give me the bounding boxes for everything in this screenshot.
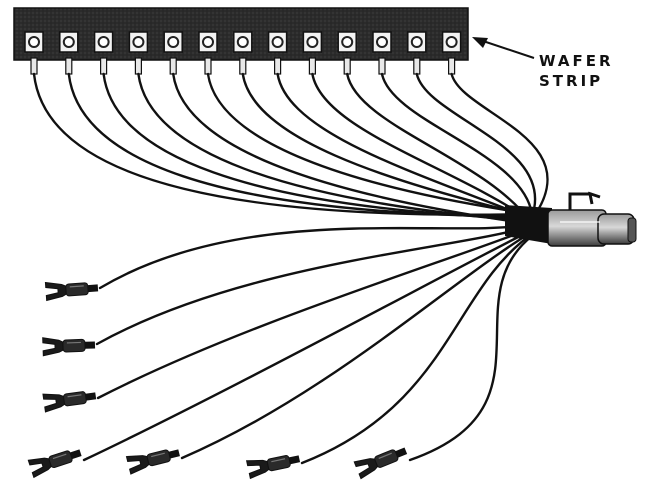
spade-lug	[27, 449, 82, 479]
spade-lug	[44, 281, 99, 302]
harness-wire	[98, 222, 534, 290]
harness-wire	[276, 72, 534, 221]
spade-lug	[125, 449, 180, 475]
harness-wire	[206, 72, 534, 216]
wafer-terminal	[59, 31, 79, 75]
harness-wire	[380, 72, 534, 216]
harness-wire	[300, 232, 534, 465]
wafer-terminal	[372, 31, 392, 75]
harness-wire	[408, 234, 534, 462]
spade-lug	[42, 391, 97, 413]
connector-plug	[505, 191, 637, 247]
wafer-terminal	[163, 31, 183, 75]
wafer-terminal	[93, 31, 114, 75]
wafer-terminal	[441, 31, 462, 75]
wafer-strip-terminals	[24, 31, 462, 75]
wafer-terminal	[407, 31, 427, 75]
harness-wire	[95, 224, 534, 346]
spade-lug	[353, 447, 408, 480]
wafer-terminal	[233, 31, 253, 75]
harness-wire	[172, 72, 534, 226]
wafer-terminal	[337, 31, 357, 75]
harness-wire	[102, 72, 534, 221]
spade-lug-terminals	[27, 281, 408, 480]
harness-wire	[241, 72, 534, 218]
harness-wire	[32, 72, 534, 216]
spade-lug	[42, 337, 96, 357]
wafer-terminal	[302, 31, 323, 75]
callout-label-wafer: WAFER	[539, 52, 614, 70]
wafer-terminal	[198, 31, 218, 75]
harness-wire	[450, 72, 549, 221]
wafer-terminal	[24, 31, 44, 75]
wafer-terminal	[267, 31, 288, 75]
wafer-terminal	[128, 31, 149, 75]
harness-wire	[311, 72, 534, 223]
spade-lug	[245, 455, 301, 480]
callout-arrow	[472, 37, 535, 59]
harness-wire	[67, 72, 534, 218]
harness-wires	[32, 72, 549, 465]
harness-wire	[82, 228, 534, 462]
harness-wire	[346, 72, 534, 226]
harness-wire	[137, 72, 534, 223]
harness-wire	[180, 230, 534, 460]
harness-wire	[415, 72, 537, 218]
callout-label-strip: STRIP	[539, 72, 604, 90]
harness-wire	[96, 226, 534, 400]
